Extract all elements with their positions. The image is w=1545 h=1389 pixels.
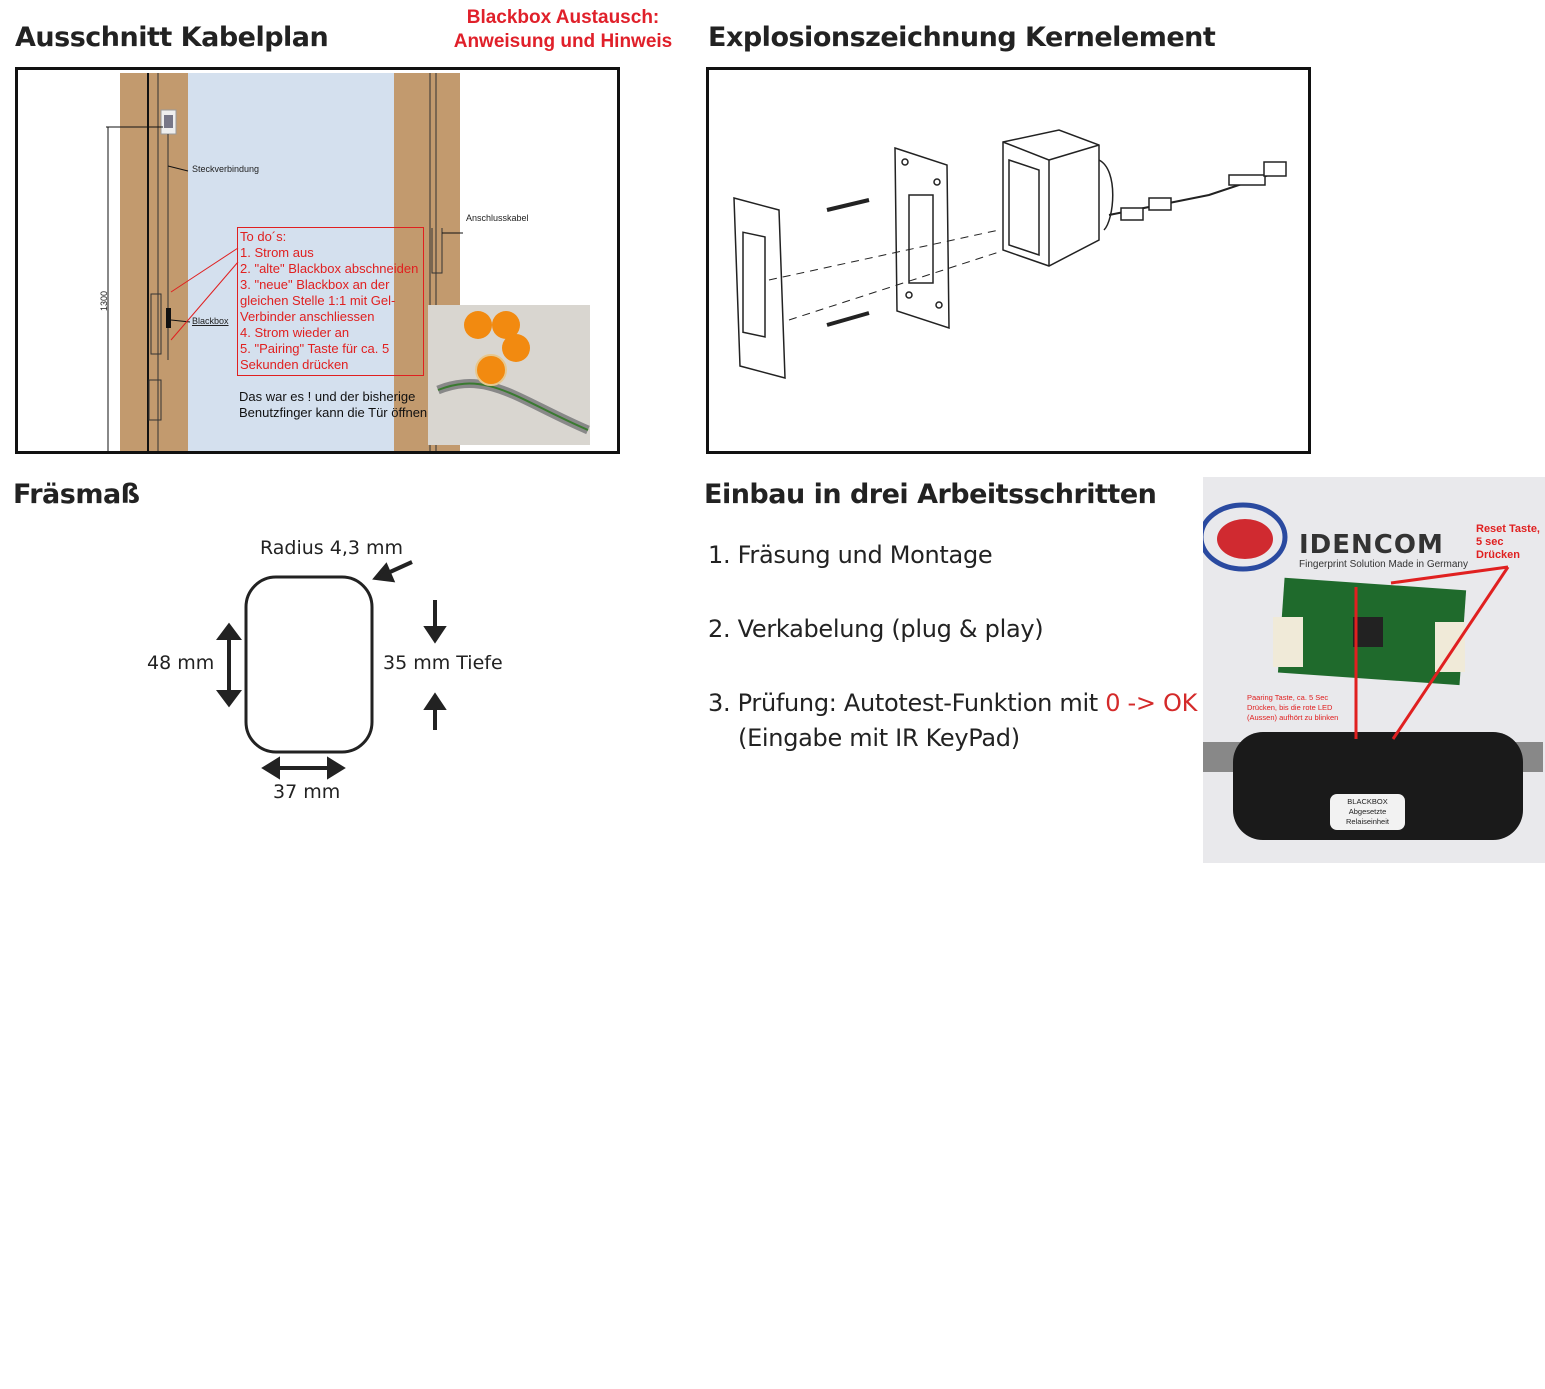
brand-logo-text: IDENCOM xyxy=(1299,530,1444,560)
heading-einbau: Einbau in drei Arbeitsschritten xyxy=(704,479,1157,510)
label-anschlusskabel: Anschlusskabel xyxy=(466,213,529,223)
todo-item: gleichen Stelle 1:1 mit Gel- xyxy=(240,293,396,308)
notice-line-2: Anweisung und Hinweis xyxy=(453,31,673,52)
blackbox-sticker: BLACKBOX Abgesetzte Relaiseinheit xyxy=(1330,797,1405,827)
todo-item: 5. "Pairing" Taste für ca. 5 xyxy=(240,341,390,356)
notice-line-1: Blackbox Austausch: xyxy=(466,7,660,28)
label-height: 1300 xyxy=(99,290,110,312)
heading-kabelplan: Ausschnitt Kabelplan xyxy=(15,22,329,53)
step-3-highlight: 0 -> OK xyxy=(1105,689,1198,717)
reset-line: Drücken xyxy=(1476,549,1521,561)
step-1: 1. Fräsung und Montage xyxy=(708,541,993,569)
milling-diagram xyxy=(216,560,447,780)
pairing-line: (Aussen) aufhört zu blinken xyxy=(1247,713,1339,722)
reset-line: Reset Taste, xyxy=(1476,523,1540,535)
explosion-figure xyxy=(706,67,1311,454)
todo-item: 1. Strom aus xyxy=(240,245,314,260)
photo-drawing xyxy=(1203,502,1543,840)
reset-line: 5 sec xyxy=(1476,536,1504,548)
label-steckverbindung: Steckverbindung xyxy=(192,164,260,174)
dim-width: 37 mm xyxy=(273,781,341,803)
brand-tagline: Fingerprint Solution Made in Germany xyxy=(1299,559,1468,570)
exploded-view-drawing xyxy=(733,129,1287,379)
pairing-line: Drücken, bis die rote LED xyxy=(1247,703,1333,712)
pairing-label: Paaring Taste, ca. 5 Sec Drücken, bis di… xyxy=(1247,693,1338,723)
label-blackbox: Blackbox xyxy=(192,316,229,326)
closing-line: Das war es ! und der bisherige xyxy=(239,389,416,404)
todo-item: 4. Strom wieder an xyxy=(240,325,350,340)
todo-item: 2. "alte" Blackbox abschneiden xyxy=(240,261,419,276)
kabelplan-figure: Steckverbindung Anschlusskabel Blackbox … xyxy=(15,67,620,454)
heading-fraesmass: Fräsmaß xyxy=(13,479,140,510)
step-3-text: 3. Prüfung: Autotest-Funktion mit xyxy=(708,689,1106,717)
sticker-line: Relaiseinheit xyxy=(1346,817,1389,826)
step-2: 2. Verkabelung (plug & play) xyxy=(708,615,1044,643)
sticker-line: Abgesetzte xyxy=(1348,807,1387,816)
blackbox-photo: IDENCOM Fingerprint Solution Made in Ger… xyxy=(1203,477,1545,863)
closing-line: Benutzfinger kann die Tür öffnen xyxy=(239,405,428,420)
todo-item: To do´s: xyxy=(240,229,287,244)
dim-height: 48 mm xyxy=(147,652,215,674)
todo-item: Sekunden drücken xyxy=(240,357,349,372)
door-frame-drawing xyxy=(106,73,590,451)
closing-note: Das war es ! und der bisherige Benutzfin… xyxy=(239,389,427,421)
reset-label: Reset Taste, 5 sec Drücken xyxy=(1476,523,1540,562)
pairing-line: Paaring Taste, ca. 5 Sec xyxy=(1247,693,1329,702)
todo-list: To do´s: 1. Strom aus 2. "alte" Blackbox… xyxy=(237,227,424,376)
step-3-sub: (Eingabe mit IR KeyPad) xyxy=(738,724,1020,752)
notice-title: Blackbox Austausch: Anweisung und Hinwei… xyxy=(440,6,686,54)
dim-radius: Radius 4,3 mm xyxy=(260,537,404,559)
dim-depth: 35 mm Tiefe xyxy=(383,652,503,674)
todo-item: Verbinder anschliessen xyxy=(240,309,375,324)
todo-item: 3. "neue" Blackbox an der xyxy=(240,277,390,292)
step-3: 3. Prüfung: Autotest-Funktion mit 0 -> O… xyxy=(708,689,1197,717)
heading-explosion: Explosionszeichnung Kernelement xyxy=(708,22,1216,53)
sticker-line: BLACKBOX xyxy=(1347,797,1388,806)
